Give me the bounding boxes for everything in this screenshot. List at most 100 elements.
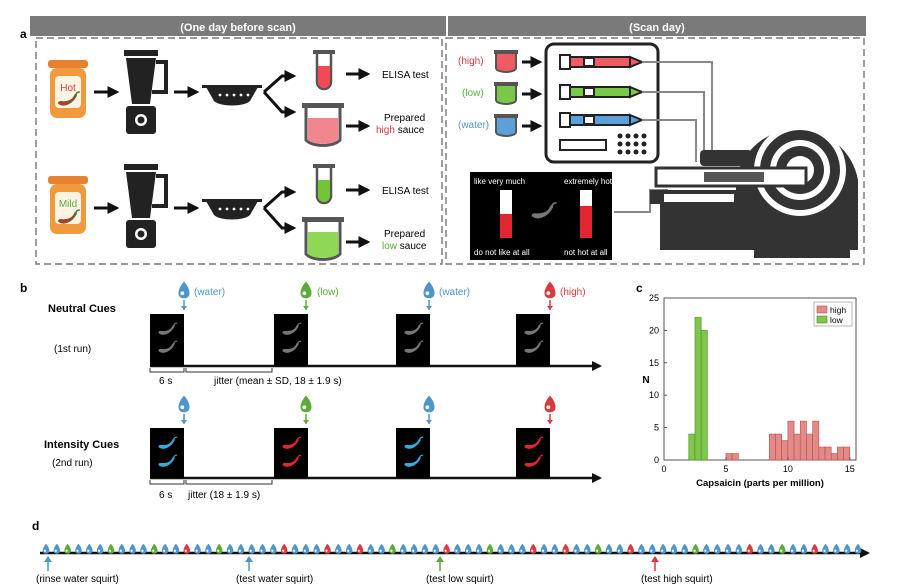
squirt-drop-icon	[129, 543, 136, 554]
jar-mild-label: Mild	[59, 199, 77, 210]
blender-icon	[124, 50, 168, 134]
strainer-icon	[202, 199, 262, 220]
neutral-title: Neutral Cues	[48, 303, 116, 315]
squirt-drop-icon	[638, 543, 645, 554]
y-tick-label: 10	[649, 390, 659, 400]
squirt-drop-icon	[551, 543, 559, 554]
hot-jar-icon	[48, 60, 88, 118]
squirt-drop-icon	[107, 543, 115, 554]
squirt-drop-icon	[86, 543, 93, 554]
y-tick-label: 5	[654, 423, 659, 433]
histogram-bar-low	[700, 330, 708, 461]
squirt-drop-icon	[432, 543, 440, 554]
squirt-drop-icon	[757, 543, 764, 554]
squirt-drop-icon	[42, 543, 50, 554]
six-seconds-label: 6 s	[159, 376, 172, 387]
squirt-drop-icon	[508, 543, 515, 554]
squirt-drop-icon	[324, 543, 331, 554]
panel-a-label: a	[20, 27, 27, 41]
rating-like-top: like very much	[474, 177, 525, 186]
left-dashed-box	[35, 37, 443, 265]
squirt-drop-icon	[367, 543, 375, 554]
jitter-label: jitter (mean ± SD, 18 ± 1.9 s)	[213, 376, 342, 387]
jar-hot-label: Hot	[60, 83, 76, 94]
squirt-drop-icon	[789, 543, 797, 554]
x-tick-label: 5	[723, 464, 728, 474]
prepared-label: Prepared	[384, 229, 425, 240]
drop-arrowhead	[547, 306, 553, 310]
drop-icon	[178, 281, 190, 299]
mri-scanner-icon	[650, 124, 858, 258]
squirt-drop-icon	[703, 543, 710, 554]
mild-jar-icon	[48, 176, 88, 234]
histogram-bar-high	[812, 420, 820, 461]
drop-arrowhead	[181, 306, 187, 310]
intensity-cue-cards	[150, 428, 550, 478]
split-arrows	[262, 70, 297, 234]
squirt-drop-icon	[778, 543, 786, 554]
panel-c-label: c	[636, 281, 643, 295]
drop-icon	[178, 395, 190, 413]
x-axis-label: Capsaicin (parts per million)	[696, 478, 824, 489]
x-tick-label: 15	[845, 464, 855, 474]
histogram-bar-high	[775, 433, 782, 461]
histogram-bar-high	[830, 453, 838, 461]
squirt-drop-icon	[194, 543, 201, 554]
squirt-drop-icon	[833, 543, 840, 554]
panel-b-label: b	[20, 281, 27, 295]
histogram-bar-high	[799, 420, 807, 461]
squirt-drop-icon	[540, 543, 548, 554]
squirt-drop-icon	[280, 543, 288, 554]
squirt-drop-icon	[259, 543, 266, 554]
left-header-bar	[30, 16, 446, 36]
squirt-drop-icon	[161, 543, 169, 554]
y-tick-label: 25	[649, 293, 659, 303]
drop-arrowhead	[303, 306, 309, 310]
squirt-drop-icon	[410, 543, 418, 554]
squirt-drop-icon	[800, 543, 808, 554]
legend-swatch	[816, 315, 828, 324]
histogram-bar-high	[806, 433, 813, 461]
histogram-bar-high	[768, 433, 776, 461]
histogram-bar-high	[818, 446, 826, 461]
histogram-bar-high	[837, 446, 844, 461]
squirt-drop-icon	[345, 543, 353, 554]
test-water-label: (test water squirt)	[236, 574, 313, 585]
histogram-bar-high	[731, 453, 739, 461]
squirt-drop-icon	[64, 543, 71, 554]
squirt-drop-icon	[151, 543, 158, 554]
squirt-drop-icon	[53, 543, 61, 554]
drop-high-label: (high)	[560, 287, 586, 298]
panel-d-label: d	[32, 519, 39, 533]
squirt-sequence	[42, 543, 862, 554]
drop-icon	[423, 281, 435, 299]
squirt-drop-icon	[464, 543, 472, 554]
squirt-drop-icon	[443, 543, 450, 554]
y-tick-label: 15	[649, 358, 659, 368]
left-header: (One day before scan)	[180, 22, 296, 34]
neutral-run: (1st run)	[54, 344, 91, 355]
squirt-drop-icon	[248, 543, 255, 554]
low-sauce-label: low sauce	[382, 241, 427, 252]
squirt-drop-icon	[681, 543, 689, 554]
squirt-drop-icon	[822, 543, 829, 554]
y-axis-label: N	[642, 375, 649, 386]
squirt-drop-icon	[335, 543, 342, 554]
squirt-drop-icon	[172, 543, 180, 554]
squirt-drop-icon	[627, 543, 634, 554]
syringe-pump-icon	[544, 42, 660, 164]
cue-drops	[178, 281, 556, 424]
test-tube-high-icon	[313, 50, 335, 91]
histogram-bar-high	[793, 433, 801, 461]
drop-arrowhead	[181, 420, 187, 424]
squirt-drop-icon	[843, 543, 851, 554]
histogram-bar-low	[688, 433, 696, 461]
y-tick-label: 0	[654, 455, 659, 465]
drop-water-label: (water)	[439, 287, 470, 298]
squirt-drop-icon	[226, 543, 234, 554]
squirt-drop-icon	[562, 543, 569, 554]
squirt-drop-icon	[237, 543, 245, 554]
histogram-bar-low	[694, 317, 702, 461]
elisa-label: ELISA test	[382, 70, 429, 81]
